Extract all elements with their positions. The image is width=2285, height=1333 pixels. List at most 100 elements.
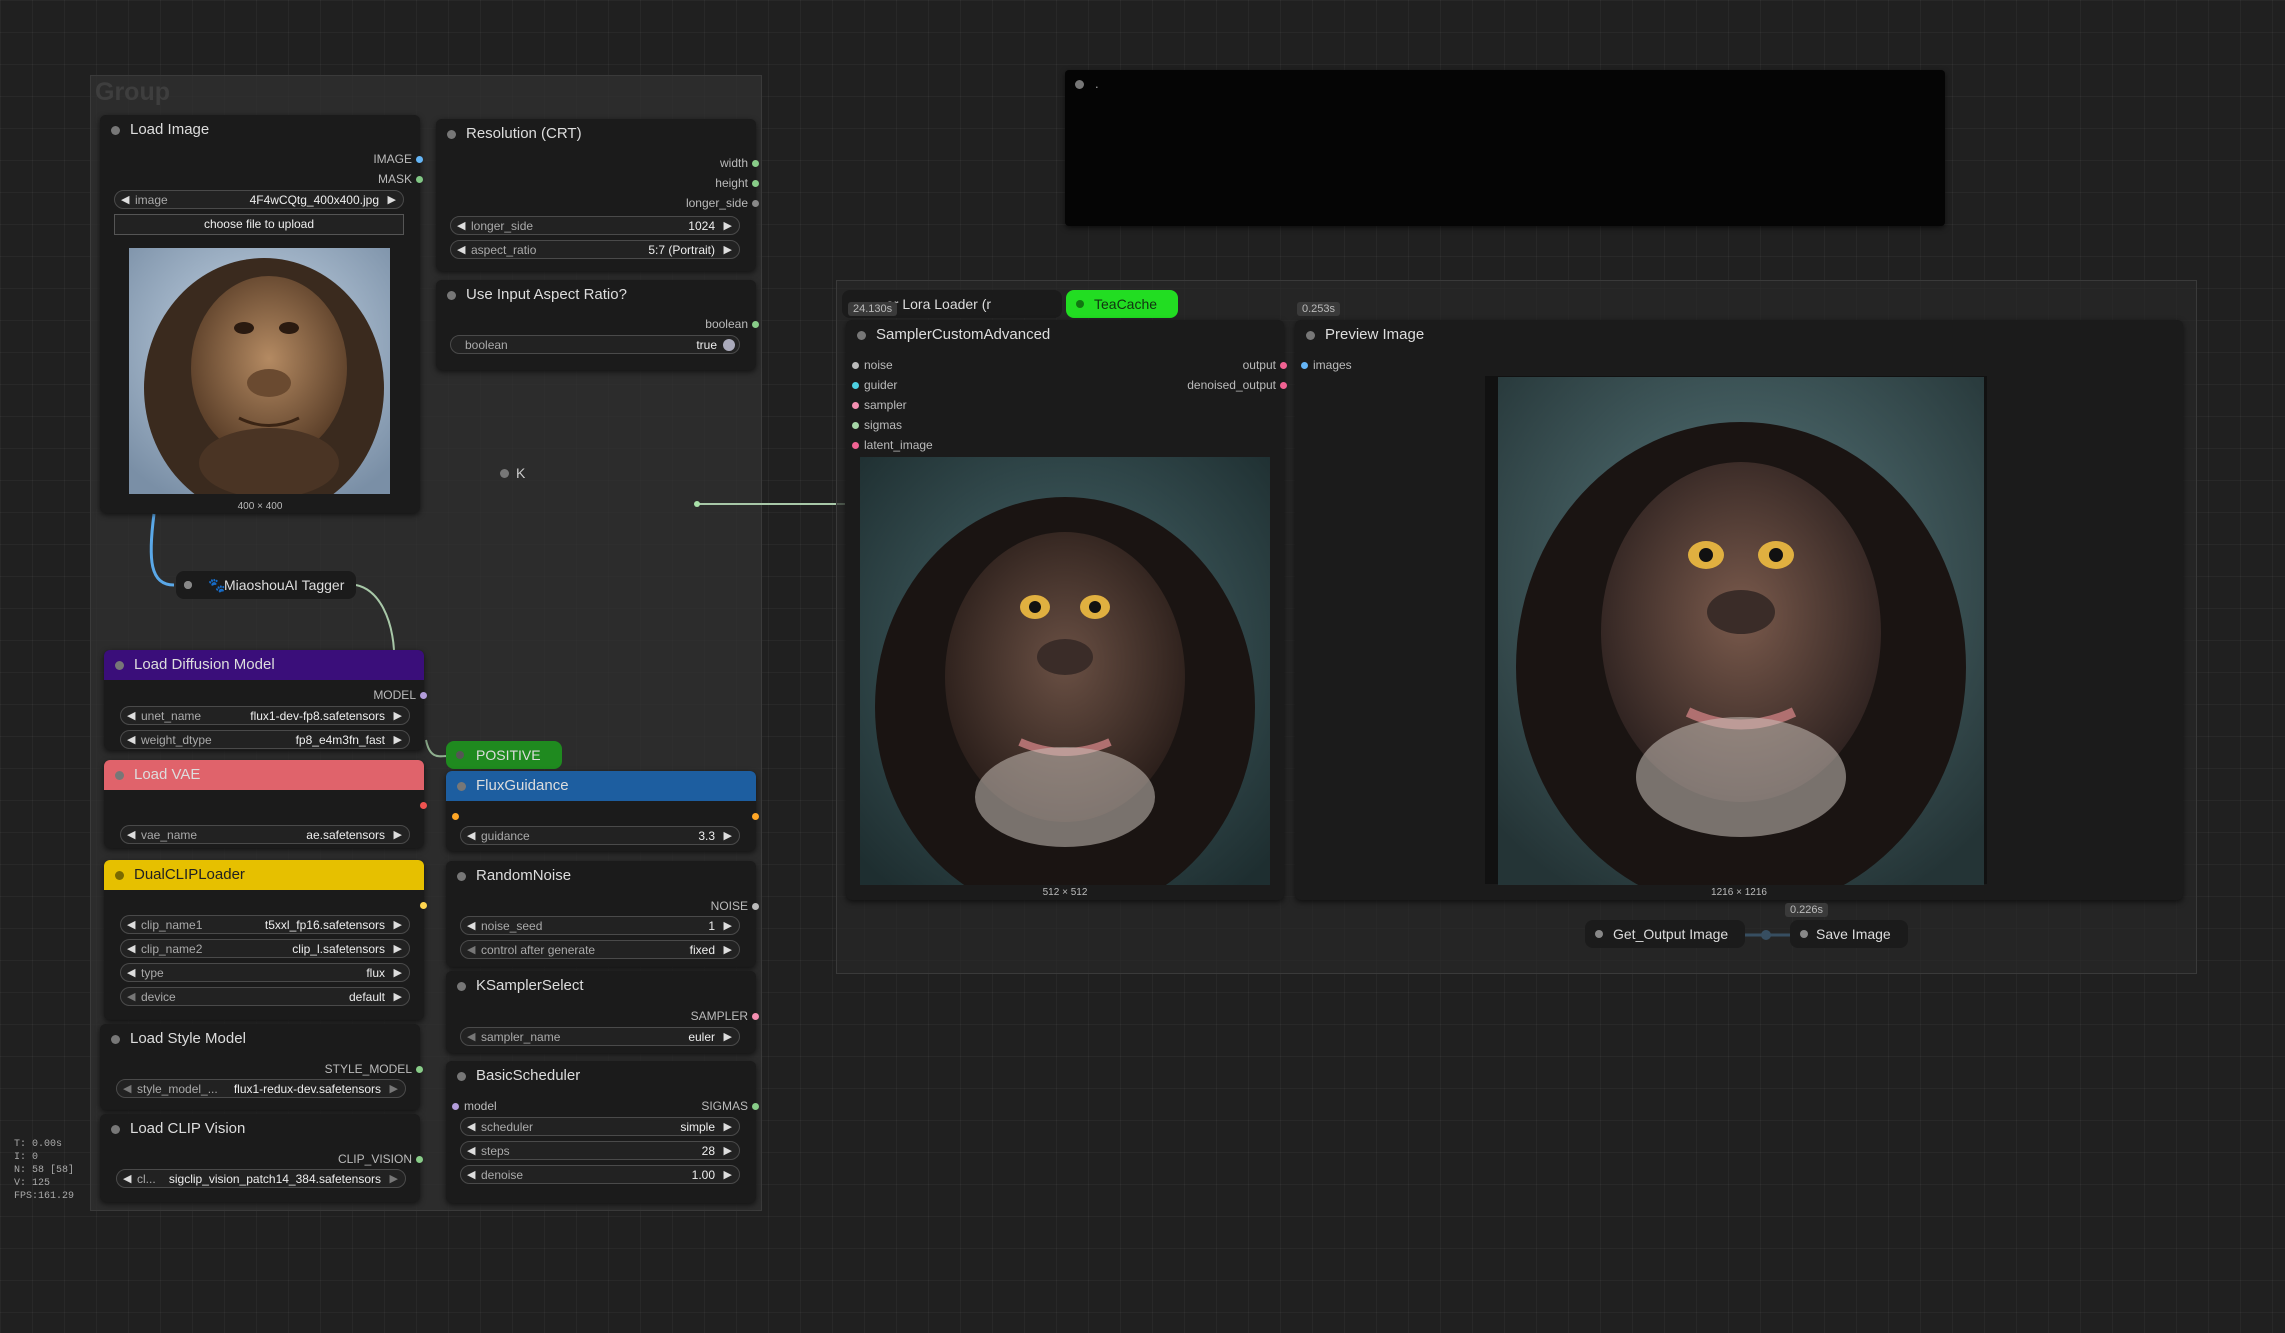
output-noise-slot[interactable]: NOISE [710,899,760,913]
steps-widget[interactable]: ◀ steps 28 ▶ [460,1141,740,1160]
basic-scheduler-node[interactable]: BasicScheduler model SIGMAS ◀ scheduler … [446,1061,759,1203]
input-model-slot[interactable]: model [452,1099,497,1113]
collapse-dot-icon[interactable] [457,982,466,991]
arrow-left-icon[interactable]: ◀ [127,943,136,955]
arrow-right-icon[interactable]: ▶ [723,244,732,256]
save-image-node[interactable]: Save Image [1790,920,1908,948]
collapse-dot-icon[interactable] [1076,300,1084,308]
toggle-knob-icon[interactable] [723,339,735,351]
input-sampler-slot[interactable]: sampler [852,398,907,412]
arrow-right-icon[interactable]: ▶ [393,967,402,979]
clip-name1-widget[interactable]: ◀ clip_name1 t5xxl_fp16.safetensors ▶ [120,915,410,934]
output-height-slot[interactable]: height [715,176,759,190]
aspect-ratio-widget[interactable]: ◀ aspect_ratio 5:7 (Portrait) ▶ [450,240,740,259]
preview-image-node[interactable]: Preview Image images 1216 × 1216 [1295,320,2183,900]
arrow-left-icon[interactable]: ◀ [467,830,476,842]
input-guider-slot[interactable]: guider [851,378,898,392]
arrow-right-icon[interactable]: ▶ [393,710,402,722]
collapse-dot-icon[interactable] [1306,331,1315,340]
output-sigmas-slot[interactable]: SIGMAS [701,1099,759,1113]
vae-name-widget[interactable]: ◀ vae_name ae.safetensors ▶ [120,825,410,844]
arrow-right-icon[interactable]: ▶ [723,1121,732,1133]
arrow-right-icon[interactable]: ▶ [389,1083,398,1095]
upload-button[interactable]: choose file to upload [114,214,404,235]
note-node[interactable]: . [1065,70,1945,226]
collapse-dot-icon[interactable] [1595,930,1603,938]
output-boolean-slot[interactable]: boolean [705,317,759,331]
arrow-right-icon[interactable]: ▶ [387,194,396,206]
output-clip-vision-slot[interactable]: CLIP_VISION [337,1152,424,1166]
arrow-left-icon[interactable]: ◀ [127,919,136,931]
collapse-dot-icon[interactable] [447,291,456,300]
device-widget[interactable]: ◀ device default ▶ [120,987,410,1006]
arrow-left-icon[interactable]: ◀ [457,244,466,256]
arrow-left-icon[interactable]: ◀ [127,991,136,1003]
input-sigmas-slot[interactable]: sigmas [851,418,903,432]
collapse-dot-icon[interactable] [857,331,866,340]
collapse-dot-icon[interactable] [111,1035,120,1044]
weight-dtype-widget[interactable]: ◀ weight_dtype fp8_e4m3fn_fast ▶ [120,730,410,749]
load-clip-vision-node[interactable]: Load CLIP Vision CLIP_VISION ◀ cl... sig… [100,1114,424,1202]
collapse-dot-icon[interactable] [184,581,192,589]
arrow-left-icon[interactable]: ◀ [457,220,466,232]
arrow-left-icon[interactable]: ◀ [127,710,136,722]
load-diffusion-node[interactable]: Load Diffusion Model MODEL ◀ unet_name f… [104,650,427,750]
get-output-image-node[interactable]: Get_Output Image [1585,920,1745,948]
collapse-dot-icon[interactable] [447,130,456,139]
collapse-dot-icon[interactable] [1800,930,1808,938]
clip-vision-widget[interactable]: ◀ cl... sigclip_vision_patch14_384.safet… [116,1169,406,1188]
collapse-dot-icon[interactable] [115,661,124,670]
arrow-left-icon[interactable]: ◀ [467,1145,476,1157]
collapse-dot-icon[interactable] [457,872,466,881]
collapse-dot-icon[interactable] [500,469,509,478]
output-mask-slot[interactable]: MASK [377,172,424,186]
clip-name2-widget[interactable]: ◀ clip_name2 clip_l.safetensors ▶ [120,939,410,958]
arrow-right-icon[interactable]: ▶ [723,1145,732,1157]
output-output-slot[interactable]: output [1242,358,1288,372]
input-images-slot[interactable]: images [1301,358,1352,372]
load-vae-node[interactable]: Load VAE ◀ vae_name ae.safetensors ▶ [104,760,427,848]
flux-guidance-node[interactable]: FluxGuidance ◀ guidance 3.3 ▶ [446,771,759,851]
arrow-right-icon[interactable]: ▶ [723,944,732,956]
collapse-dot-icon[interactable] [111,126,120,135]
collapse-dot-icon[interactable] [1075,80,1084,89]
load-style-model-node[interactable]: Load Style Model STYLE_MODEL ◀ style_mod… [100,1024,424,1110]
k-node[interactable]: K [500,465,525,481]
arrow-right-icon[interactable]: ▶ [723,920,732,932]
arrow-left-icon[interactable]: ◀ [127,734,136,746]
arrow-left-icon[interactable]: ◀ [127,967,136,979]
teacache-node[interactable]: TeaCache [1066,290,1178,318]
sampler-name-widget[interactable]: ◀ sampler_name euler ▶ [460,1027,740,1046]
dual-clip-loader-node[interactable]: DualCLIPLoader ◀ clip_name1 t5xxl_fp16.s… [104,860,427,1020]
arrow-right-icon[interactable]: ▶ [393,919,402,931]
longer-side-widget[interactable]: ◀ longer_side 1024 ▶ [450,216,740,235]
output-image-slot[interactable]: IMAGE [373,152,423,166]
arrow-left-icon[interactable]: ◀ [467,1031,476,1043]
arrow-right-icon[interactable]: ▶ [389,1173,398,1185]
guidance-widget[interactable]: ◀ guidance 3.3 ▶ [460,826,740,845]
arrow-right-icon[interactable]: ▶ [393,991,402,1003]
resolution-node[interactable]: Resolution (CRT) width height longer_sid… [436,119,760,271]
arrow-right-icon[interactable]: ▶ [723,1031,732,1043]
arrow-left-icon[interactable]: ◀ [123,1083,132,1095]
arrow-left-icon[interactable]: ◀ [127,829,136,841]
output-denoised-slot[interactable]: denoised_output [1187,378,1287,392]
control-after-generate-widget[interactable]: ◀ control after generate fixed ▶ [460,940,740,959]
input-noise-slot[interactable]: noise [852,358,893,372]
collapse-dot-icon[interactable] [457,782,466,791]
collapse-dot-icon[interactable] [111,1125,120,1134]
output-width-slot[interactable]: width [719,156,760,170]
arrow-right-icon[interactable]: ▶ [723,1169,732,1181]
arrow-left-icon[interactable]: ◀ [123,1173,132,1185]
image-combo[interactable]: ◀ image 4F4wCQtg_400x400.jpg ▶ [114,190,404,209]
type-widget[interactable]: ◀ type flux ▶ [120,963,410,982]
arrow-left-icon[interactable]: ◀ [467,920,476,932]
noise-seed-widget[interactable]: ◀ noise_seed 1 ▶ [460,916,740,935]
collapse-dot-icon[interactable] [115,871,124,880]
arrow-left-icon[interactable]: ◀ [467,944,476,956]
random-noise-node[interactable]: RandomNoise NOISE ◀ noise_seed 1 ▶ ◀ con… [446,861,760,967]
output-style-model-slot[interactable]: STYLE_MODEL [324,1062,424,1076]
arrow-right-icon[interactable]: ▶ [393,734,402,746]
use-aspect-node[interactable]: Use Input Aspect Ratio? boolean boolean … [436,280,759,370]
ksampler-select-node[interactable]: KSamplerSelect SAMPLER ◀ sampler_name eu… [446,971,760,1053]
